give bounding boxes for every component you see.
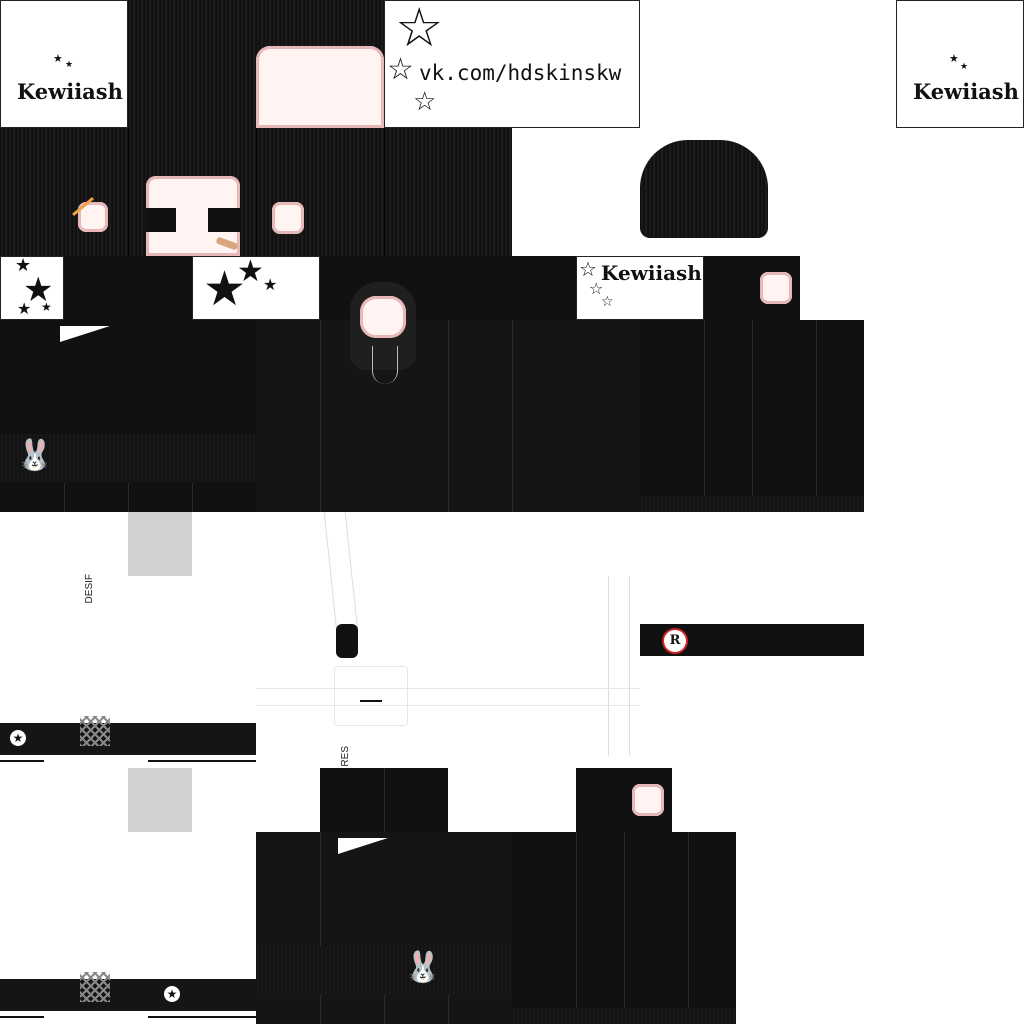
leg-gray-bottom bbox=[128, 768, 192, 832]
arm2-divider bbox=[624, 832, 625, 1024]
pocket-slit bbox=[360, 700, 382, 702]
arm-divider bbox=[816, 320, 817, 512]
arm-divider bbox=[752, 320, 753, 512]
bunny-logo-icon: 🐰 bbox=[16, 438, 54, 473]
hair-side-divider bbox=[256, 128, 257, 256]
small-stars-icon: ★ bbox=[53, 52, 63, 65]
hair-side-divider bbox=[128, 128, 129, 256]
torso-divider bbox=[320, 320, 321, 512]
outline-star-icon: ☆ bbox=[589, 279, 604, 298]
hand-top-skin bbox=[760, 272, 792, 304]
cuff2 bbox=[512, 1008, 736, 1024]
star-icon: ★ bbox=[203, 261, 247, 317]
small-stars-icon: ★ bbox=[960, 62, 969, 72]
shirt-hem bbox=[0, 434, 256, 482]
big-outline-star-icon: ☆ bbox=[395, 0, 444, 59]
eye-left bbox=[146, 208, 176, 232]
star-icon: ★ bbox=[23, 270, 54, 310]
bunny-logo-icon: 🐰 bbox=[404, 950, 442, 985]
strap-left bbox=[323, 512, 359, 632]
hem-divider bbox=[64, 482, 65, 512]
star-icon: ★ bbox=[15, 255, 32, 276]
shirt2-hem bbox=[256, 946, 512, 994]
brand-logo-text: Kewiiash bbox=[17, 79, 123, 104]
ear-right bbox=[272, 202, 304, 234]
torso2-divider bbox=[320, 832, 321, 1024]
shoe-left-upper bbox=[0, 704, 256, 768]
star-icon: ★ bbox=[17, 299, 32, 318]
neck-skin bbox=[360, 296, 406, 338]
shoe-lace-icon bbox=[80, 716, 110, 746]
small-stars-icon: ★ bbox=[65, 60, 74, 70]
brand-logo-text: Kewiiash bbox=[601, 261, 702, 285]
star-icon: ★ bbox=[41, 300, 52, 314]
shoe-star-patch-icon: ★ bbox=[164, 986, 180, 1002]
brand-tile: ☆ Kewiiash ☆ ☆ bbox=[576, 256, 704, 320]
outline-star-icon: ☆ bbox=[579, 257, 597, 281]
hem2-divider bbox=[384, 994, 385, 1024]
torso-divider bbox=[448, 320, 449, 512]
buckle-icon bbox=[336, 624, 358, 658]
side-label-left: DESIF bbox=[84, 574, 95, 604]
small-stars-icon: ★ bbox=[949, 52, 959, 65]
outline-star-icon: ☆ bbox=[387, 52, 414, 87]
hem-divider bbox=[192, 482, 193, 512]
shoe-lace-icon bbox=[80, 972, 110, 1002]
arm2-divider bbox=[576, 832, 577, 1024]
belt-line bbox=[256, 688, 640, 706]
hem2-divider bbox=[448, 994, 449, 1024]
star-icon: ★ bbox=[237, 254, 264, 289]
necklace-icon bbox=[372, 346, 398, 384]
shoe-star-patch-icon: ★ bbox=[10, 730, 26, 746]
head-top-skin bbox=[256, 46, 384, 128]
shoulder-top bbox=[64, 256, 192, 320]
hand2-skin bbox=[632, 784, 664, 816]
arm2-divider bbox=[688, 832, 689, 1024]
strap-right bbox=[608, 576, 630, 756]
url-text: vk.com/hdskinskw bbox=[419, 61, 622, 85]
eye-right bbox=[208, 208, 240, 232]
cuff bbox=[640, 496, 864, 512]
arm-divider bbox=[704, 320, 705, 512]
small-outline-star-icon: ☆ bbox=[413, 87, 437, 117]
leg-gray-top bbox=[128, 512, 192, 576]
badge-r-icon: R bbox=[662, 628, 688, 654]
star-icon: ★ bbox=[263, 275, 278, 294]
hair-side-divider bbox=[384, 128, 385, 256]
side-label-bottom: RES bbox=[340, 746, 351, 767]
logo-tile-left: ★ ★ Kewiiash bbox=[0, 0, 128, 128]
shoe-sole-line bbox=[0, 760, 44, 762]
stars-tile-right: ★ ★ ★ bbox=[192, 256, 320, 320]
shoe-sole-line bbox=[148, 760, 256, 762]
brand-logo-text: Kewiiash bbox=[913, 79, 1019, 104]
shoe-sole-line bbox=[0, 1016, 44, 1018]
collar-tip bbox=[60, 326, 110, 342]
url-tile: ☆ ☆ vk.com/hdskinskw ☆ bbox=[384, 0, 640, 128]
outline-star-icon: ☆ bbox=[601, 294, 614, 310]
hair-bangs bbox=[640, 140, 768, 238]
shoe-sole-line bbox=[148, 1016, 256, 1018]
leg2-divider bbox=[384, 768, 385, 832]
shoe-right-upper bbox=[0, 960, 256, 1024]
logo-tile-right: ★ ★ Kewiiash bbox=[896, 0, 1024, 128]
collar2-tip bbox=[338, 838, 388, 854]
stars-tile-left: ★ ★ ★ ★ bbox=[0, 256, 64, 320]
hem-divider bbox=[128, 482, 129, 512]
pocket bbox=[334, 666, 408, 726]
torso-divider bbox=[512, 320, 513, 512]
hem2-divider bbox=[320, 994, 321, 1024]
